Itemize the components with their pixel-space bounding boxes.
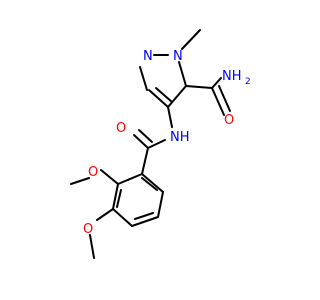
bond-carbonyl-o-1 xyxy=(133,134,149,149)
bond-c3-c4-double xyxy=(148,89,169,108)
bond-n1-methyl xyxy=(181,29,201,50)
bond-nh-carbonyl-c xyxy=(147,139,166,149)
atom-nh2: NH 2 xyxy=(222,69,251,87)
atom-nh: NH xyxy=(170,130,190,145)
molecule-structure: N N NH 2 O NH O O O xyxy=(0,0,300,300)
atom-n2: N xyxy=(143,49,153,64)
atom-nh2-subscript: 2 xyxy=(245,77,251,87)
atom-o-upper: O xyxy=(88,165,98,180)
bond-ar-2 xyxy=(112,183,119,210)
atom-o-lower: O xyxy=(83,222,93,237)
atom-n1: N xyxy=(173,49,183,64)
bond-n2-c3 xyxy=(139,66,148,91)
atom-nh2-main: NH xyxy=(222,69,242,84)
bond-ar-5 xyxy=(157,191,164,218)
atom-o-right: O xyxy=(224,113,234,128)
bond-ar-inner-1 xyxy=(116,189,122,208)
bond-ar-6 xyxy=(141,173,164,193)
bond-c4-c5 xyxy=(167,85,187,108)
atom-labels: N N NH 2 O NH O O O xyxy=(83,49,251,237)
bonds xyxy=(70,29,231,259)
bond-ar-1 xyxy=(117,173,143,185)
bond-ar-4 xyxy=(131,216,159,227)
bond-ar-ome-upper xyxy=(100,169,119,185)
bond-amide-c-nh2 xyxy=(211,77,222,89)
bond-ome-upper-methyl xyxy=(70,177,90,185)
bond-c5-n1 xyxy=(178,61,187,87)
background xyxy=(0,0,300,300)
bond-amide-c-o-2 xyxy=(218,85,231,112)
bond-ar-inner-2 xyxy=(134,212,154,220)
bond-amide-c-o-1 xyxy=(211,87,225,116)
bond-c3-c4-double-inner xyxy=(155,87,173,103)
bond-ar-3 xyxy=(112,208,133,227)
bond-ar-inner-3 xyxy=(141,177,158,191)
bond-carbonyl-o-2 xyxy=(138,129,153,143)
bond-ar-ome-lower xyxy=(96,208,114,221)
bond-ome-lower-methyl xyxy=(89,234,95,259)
bond-c5-amide-c xyxy=(185,85,213,89)
bond-c4-nh xyxy=(167,106,173,128)
atom-o-left: O xyxy=(116,121,126,136)
bond-carbonyl-aryl xyxy=(141,147,149,175)
